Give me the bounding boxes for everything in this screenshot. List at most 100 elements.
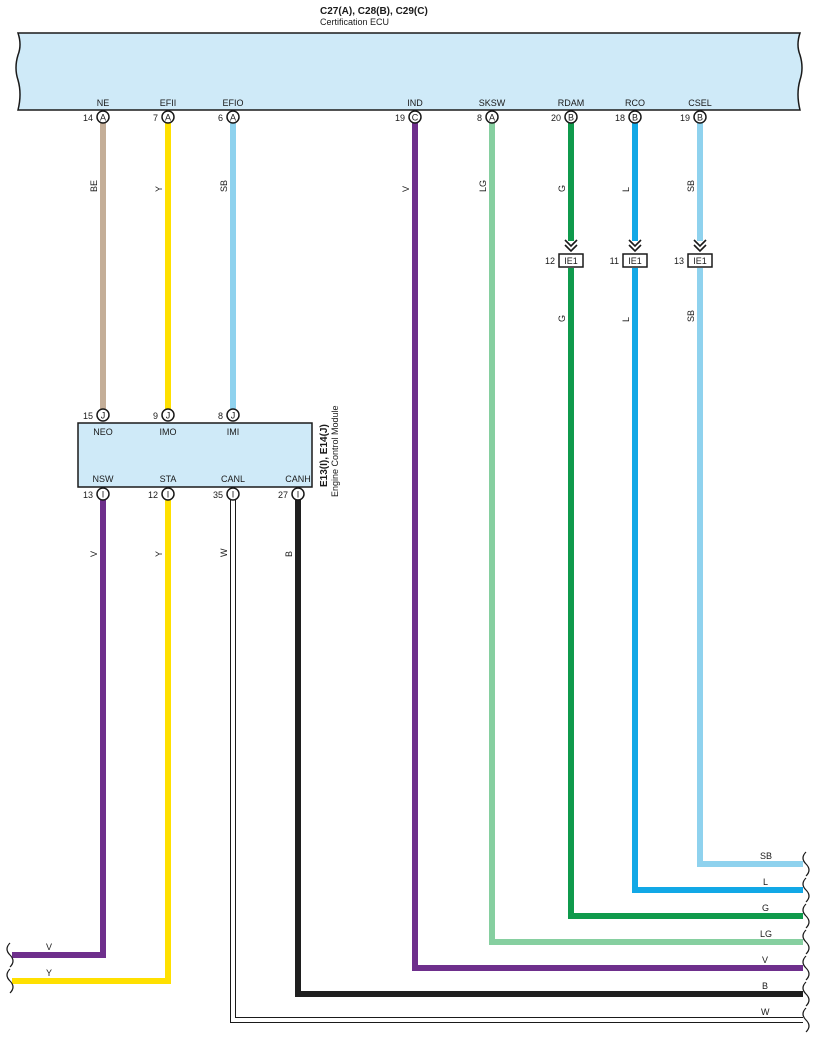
ecu-pin-efio bbox=[226, 110, 240, 124]
ecm-pin-conn-neo: J bbox=[101, 411, 106, 421]
ecu-pin-conn-sksw: A bbox=[489, 113, 495, 123]
wire-rco-lower bbox=[632, 268, 803, 893]
ecm-terminal-name-canh: CANH bbox=[285, 474, 311, 484]
ecu-pin-number-rdam: 20 bbox=[551, 113, 561, 123]
exit-label-g: G bbox=[762, 903, 769, 913]
ecu-terminal-name-efio: EFIO bbox=[222, 98, 243, 108]
ecu-name-label: Certification ECU bbox=[320, 17, 389, 27]
ecu-terminals: NE 14 A EFII 7 A EFIO 6 A IND 19 C SKSW … bbox=[83, 98, 712, 124]
ecu-terminal-name-ne: NE bbox=[97, 98, 110, 108]
ecm-pin-number-sta: 12 bbox=[148, 490, 158, 500]
wire-nsw bbox=[12, 500, 106, 958]
ecm-terminal-name-nsw: NSW bbox=[93, 474, 115, 484]
ecu-pin-rco bbox=[628, 110, 642, 124]
ecu-pin-ind bbox=[408, 110, 422, 124]
junction-chevron-icon bbox=[564, 239, 578, 253]
ecm-pin-conn-canh: I bbox=[297, 490, 300, 500]
ecu-pin-efii bbox=[161, 110, 175, 124]
junction-chevron-icon bbox=[628, 239, 642, 253]
ecu-pin-conn-ne: A bbox=[100, 113, 106, 123]
wire-color-label-canl: W bbox=[219, 548, 229, 557]
ecm-pin-conn-imi: J bbox=[231, 411, 236, 421]
wire-color-label-efii: Y bbox=[154, 186, 164, 192]
junction-connectors: IE1 12 IE1 11 IE1 13 bbox=[545, 239, 713, 268]
ecm-terminal-name-imo: IMO bbox=[160, 427, 177, 437]
right-cut-line-5 bbox=[802, 955, 810, 981]
junction-chevron-icon bbox=[693, 239, 707, 253]
ecm-pin-neo bbox=[96, 408, 110, 422]
ecu-pin-csel bbox=[693, 110, 707, 124]
ecu-pin-conn-rco: B bbox=[632, 113, 638, 123]
exit-label-w: W bbox=[761, 1007, 770, 1017]
ecm-terminal-name-sta: STA bbox=[160, 474, 177, 484]
wire-color-label-rco-lower: L bbox=[621, 317, 631, 322]
ecm-bottom-terminals: NSW 13 I STA 12 I CANL 35 I CANH 27 I bbox=[83, 474, 311, 501]
wire-canl-inner bbox=[231, 500, 803, 1022]
ecm-pin-imo bbox=[161, 408, 175, 422]
ecm-pin-number-imo: 9 bbox=[153, 411, 158, 421]
ecu-pin-ne bbox=[96, 110, 110, 124]
left-cut-marks bbox=[6, 942, 14, 994]
left-cut-line-1 bbox=[6, 942, 14, 968]
left-cut-line-2 bbox=[6, 968, 14, 994]
junction-label: IE1 bbox=[628, 256, 642, 266]
wire-color-label-rdam: G bbox=[557, 185, 567, 192]
wire-canh bbox=[295, 500, 803, 997]
engine-control-module: E13(I), E14(J) Engine Control Module bbox=[77, 405, 340, 497]
wire-color-label-rdam-lower: G bbox=[557, 315, 567, 322]
wire-color-labels: BE Y SB V LG G L SB G L SB V Y W B bbox=[89, 180, 696, 557]
wire-color-label-rco: L bbox=[621, 187, 631, 192]
right-cut-line-7 bbox=[802, 1007, 810, 1033]
ecm-top-terminals: 15 J NEO 9 J IMO 8 J IMI bbox=[83, 408, 240, 437]
right-cut-line-1 bbox=[802, 851, 810, 877]
ecu-pin-conn-efii: A bbox=[165, 113, 171, 123]
ecm-pin-number-neo: 15 bbox=[83, 411, 93, 421]
ecm-pin-number-canh: 27 bbox=[278, 490, 288, 500]
ecu-pin-conn-csel: B bbox=[697, 113, 703, 123]
ecu-pin-number-sksw: 8 bbox=[477, 113, 482, 123]
exit-label-left-v: V bbox=[46, 942, 52, 952]
ecu-terminal-name-efii: EFII bbox=[160, 98, 177, 108]
exit-label-b: B bbox=[762, 981, 768, 991]
ecu-pin-number-efii: 7 bbox=[153, 113, 158, 123]
right-cut-line-4 bbox=[802, 929, 810, 955]
wire-color-label-ind: V bbox=[401, 186, 411, 192]
ecu-pin-conn-ind: C bbox=[412, 113, 419, 123]
exit-label-left-y: Y bbox=[46, 968, 52, 978]
right-exit-labels: SB L G LG V B W bbox=[760, 851, 772, 1017]
ecu-terminal-name-csel: CSEL bbox=[688, 98, 712, 108]
ecu-pin-number-efio: 6 bbox=[218, 113, 223, 123]
exit-label-v: V bbox=[762, 955, 768, 965]
ecu-connectors-label: C27(A), C28(B), C29(C) bbox=[320, 6, 428, 17]
wire-rdam-lower bbox=[568, 268, 803, 919]
ecm-pin-nsw bbox=[96, 487, 110, 501]
ecu-pin-number-ne: 14 bbox=[83, 113, 93, 123]
ecm-pin-number-imi: 8 bbox=[218, 411, 223, 421]
wire-sta bbox=[12, 500, 171, 984]
ecu-pin-number-csel: 19 bbox=[680, 113, 690, 123]
ecu-pin-conn-efio: A bbox=[230, 113, 236, 123]
ecu-pin-conn-rdam: B bbox=[568, 113, 574, 123]
ecm-pin-canl bbox=[226, 487, 240, 501]
wires bbox=[12, 122, 803, 1023]
exit-label-sb: SB bbox=[760, 851, 772, 861]
junction-ie1-rco: IE1 11 bbox=[610, 239, 648, 268]
junction-box bbox=[558, 253, 584, 268]
exit-label-lg: LG bbox=[760, 929, 772, 939]
ecm-pin-canh bbox=[291, 487, 305, 501]
wire-color-label-efio: SB bbox=[219, 180, 229, 192]
wire-color-label-sta: Y bbox=[154, 551, 164, 557]
ecu-box bbox=[15, 32, 803, 111]
ecm-terminal-name-neo: NEO bbox=[93, 427, 113, 437]
ecm-box bbox=[77, 422, 313, 488]
ecu-terminal-name-rdam: RDAM bbox=[558, 98, 585, 108]
junction-box bbox=[622, 253, 648, 268]
ecm-connectors-label: E13(I), E14(J) bbox=[319, 424, 330, 487]
wire-ind bbox=[412, 122, 803, 971]
ecu-terminal-name-sksw: SKSW bbox=[479, 98, 506, 108]
right-cut-line-2 bbox=[802, 877, 810, 903]
wire-color-label-ne: BE bbox=[89, 180, 99, 192]
junction-pin-number: 11 bbox=[610, 256, 619, 266]
junction-pin-number: 12 bbox=[545, 256, 555, 266]
